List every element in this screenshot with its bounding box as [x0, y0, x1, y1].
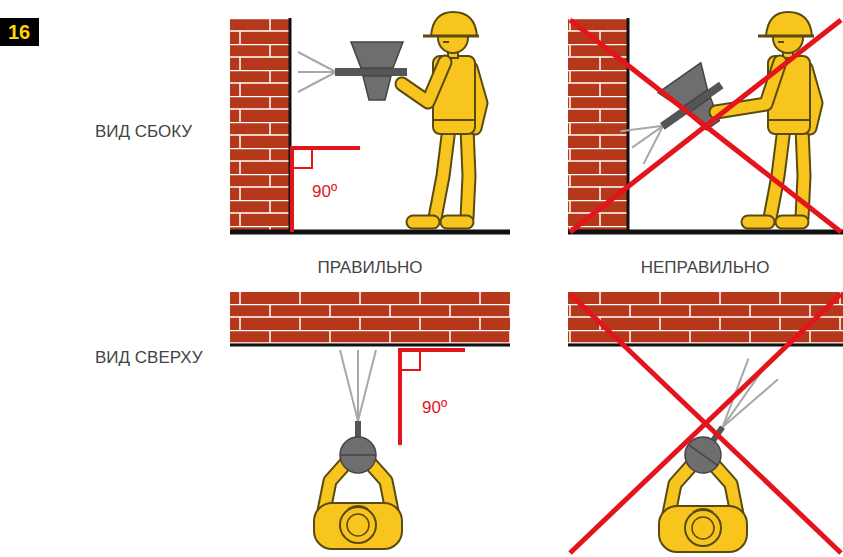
angle-label: 90º [422, 398, 447, 418]
spray-gun [678, 359, 778, 480]
spray-gun [298, 42, 407, 100]
worker-figure [413, 12, 481, 222]
worker-arm [716, 62, 780, 112]
side-view-wrong [568, 12, 843, 232]
angle-label: 90º [312, 182, 337, 202]
cross-mark [570, 20, 841, 232]
brick-wall [230, 292, 510, 345]
figure-number: 16 [8, 20, 31, 44]
worker-arm [716, 62, 780, 112]
wall-face [627, 18, 630, 232]
worker-arm [402, 62, 445, 102]
wall-face [230, 344, 510, 347]
right-angle-square [400, 350, 420, 370]
figure-number-box: 16 [0, 18, 39, 46]
worker-figure [748, 12, 816, 222]
top-view-wrong [568, 292, 843, 553]
cross-mark [570, 294, 841, 553]
cross-mark [570, 20, 841, 232]
right-angle-mark [292, 148, 360, 232]
brick-wall [230, 18, 290, 232]
floor-line [568, 230, 843, 235]
right-angle-square [292, 148, 312, 168]
worker-figure [659, 466, 747, 552]
side-view-correct [230, 12, 510, 232]
right-angle-mark [400, 350, 465, 445]
worker-arm [402, 62, 445, 102]
spray-gun [340, 350, 376, 473]
view-label: ВИД СБОКУ [95, 122, 192, 142]
brick-wall [568, 292, 843, 345]
worker-figure [314, 463, 402, 549]
brick-wall [568, 18, 628, 232]
wall-face [568, 344, 843, 347]
cross-mark [570, 294, 841, 553]
top-view-correct [230, 292, 510, 549]
view-label: НЕПРАВИЛЬНО [641, 258, 770, 278]
view-label: ПРАВИЛЬНО [317, 258, 422, 278]
floor-line [230, 230, 510, 235]
view-label: ВИД СВЕРХУ [95, 348, 202, 368]
